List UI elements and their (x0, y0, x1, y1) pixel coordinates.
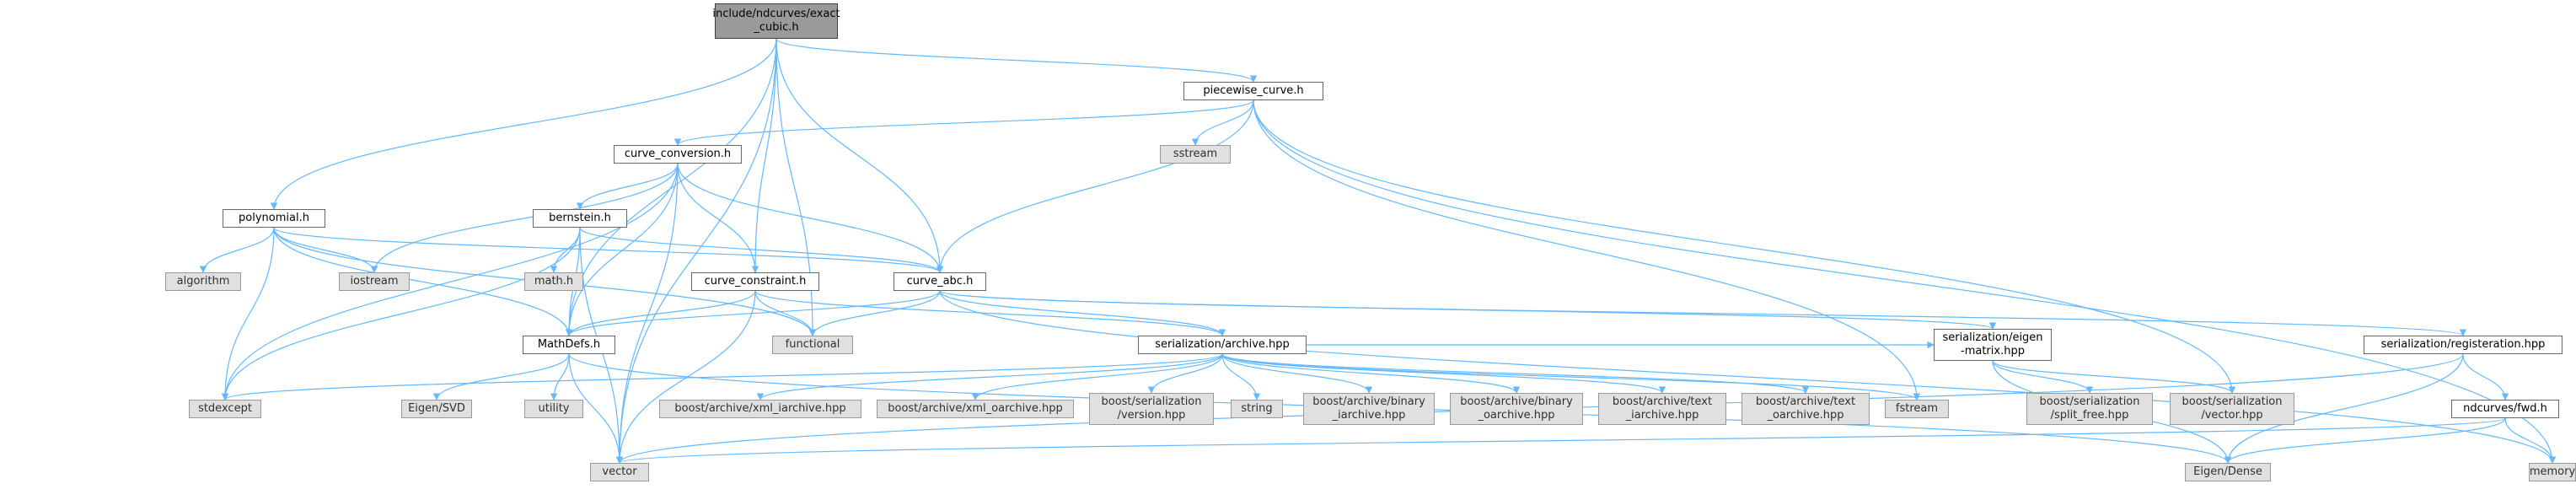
edge-root-to-polynomial (270, 38, 777, 210)
node-bin-i: boost/archive/binary _iarchive.hpp (1303, 393, 1435, 425)
node-split-free: boost/serialization /split_free.hpp (2026, 393, 2153, 425)
dependency-edges (199, 38, 2557, 464)
edge-curve-conversion-to-curve-abc (677, 163, 944, 273)
edge-curve-abc-to-archive (939, 290, 1226, 336)
edge-archive-to-bs-version (1147, 353, 1223, 394)
edge-piecewise-to-curve-conversion (674, 99, 1254, 146)
edge-polynomial-to-algorithm (199, 227, 275, 273)
edge-curve-constraint-to-functional (754, 290, 817, 336)
node-bs-version: boost/serialization /version.hpp (1089, 393, 1214, 425)
edge-piecewise-to-fstream (1253, 99, 1921, 401)
edge-piecewise-to-bs-vector (1253, 99, 2236, 394)
edge-root-to-curve-abc (775, 38, 944, 273)
edge-archive-to-stdexcept (222, 353, 1223, 401)
node-curve-abc[interactable]: curve_abc.h (894, 272, 986, 291)
edge-bernstein-to-stdexcept (221, 227, 581, 401)
node-piecewise[interactable]: piecewise_curve.h (1183, 82, 1323, 100)
edge-bernstein-to-curve-abc (579, 227, 944, 273)
edge-root-to-mathdefs (565, 38, 777, 336)
node-sstream: sstream (1160, 145, 1231, 164)
edge-registeration-to-fwd (2462, 353, 2509, 401)
edge-registeration-to-eigendense (2224, 353, 2464, 464)
edge-curve-abc-to-memory (939, 290, 2557, 464)
node-functional: functional (772, 336, 853, 354)
node-txt-o: boost/archive/text _oarchive.hpp (1741, 393, 1870, 425)
edge-fwd-to-memory (2504, 417, 2557, 464)
edge-polynomial-to-curve-abc (273, 227, 943, 273)
edge-archive-to-xml-i (756, 353, 1223, 401)
edge-piecewise-to-sstream (1191, 99, 1254, 146)
node-eigen-matrix[interactable]: serialization/eigen -matrix.hpp (1934, 329, 2052, 361)
edge-polynomial-to-stdexcept (221, 227, 275, 401)
edge-curve-conversion-to-curve-constraint (677, 163, 759, 273)
node-archive[interactable]: serialization/archive.hpp (1138, 336, 1307, 354)
edge-archive-to-string (1221, 353, 1261, 401)
edge-polynomial-to-iostream (273, 227, 378, 273)
node-txt-i: boost/archive/text _iarchive.hpp (1598, 393, 1726, 425)
edge-root-to-vector (615, 38, 777, 464)
node-utility: utility (524, 400, 583, 418)
edge-root-to-curve-constraint (751, 38, 777, 273)
edge-fwd-to-vector (616, 417, 2506, 464)
node-mathdefs[interactable]: MathDefs.h (523, 336, 615, 354)
node-polynomial[interactable]: polynomial.h (223, 209, 325, 228)
edge-archive-to-xml-o (971, 353, 1223, 401)
node-memory: memory (2529, 463, 2576, 481)
edge-curve-conversion-to-vector (615, 163, 679, 464)
node-registeration[interactable]: serialization/registeration.hpp (2364, 336, 2563, 354)
edge-curve-conversion-to-iostream (370, 163, 679, 273)
node-curve-constraint[interactable]: curve_constraint.h (691, 272, 819, 291)
edge-archive-to-txt-o (1221, 353, 1809, 394)
node-bin-o: boost/archive/binary _oarchive.hpp (1450, 393, 1583, 425)
node-stdexcept: stdexcept (189, 400, 261, 418)
node-root[interactable]: include/ndcurves/exact _cubic.h (712, 3, 840, 39)
edge-curve-abc-to-mathdefs (565, 290, 941, 336)
node-xml-o: boost/archive/xml_oarchive.hpp (877, 400, 1074, 418)
edge-archive-to-bin-i (1221, 353, 1373, 394)
edge-piecewise-to-curve-abc (936, 99, 1254, 273)
edge-archive-to-fstream (1221, 353, 1920, 401)
node-iostream: iostream (339, 272, 410, 291)
node-eigendense: Eigen/Dense (2185, 463, 2271, 481)
node-xml-i: boost/archive/xml_iarchive.hpp (659, 400, 861, 418)
node-curve-conversion[interactable]: curve_conversion.h (614, 145, 742, 164)
edge-curve-conversion-to-bernstein (576, 163, 679, 210)
edge-fwd-to-eigendense (2224, 417, 2506, 464)
edge-eigen-matrix-to-split-free (1992, 360, 2094, 394)
node-bs-vector: boost/serialization /vector.hpp (2170, 393, 2294, 425)
edge-root-to-functional (775, 38, 817, 336)
edge-curve-constraint-to-archive (754, 290, 1226, 336)
edge-curve-conversion-to-mathdefs (565, 163, 679, 336)
node-mathh: math.h (524, 272, 583, 291)
edge-curve-abc-to-functional (808, 290, 941, 336)
node-fwd[interactable]: ndcurves/fwd.h (2451, 400, 2559, 418)
node-algorithm: algorithm (165, 272, 241, 291)
node-bernstein[interactable]: bernstein.h (533, 209, 627, 228)
edge-mathdefs-to-vector (568, 353, 624, 464)
edge-archive-to-bin-o (1221, 353, 1521, 394)
edge-root-to-piecewise (775, 38, 1258, 83)
node-fstream: fstream (1885, 400, 1949, 418)
edge-polynomial-to-mathdefs (273, 227, 573, 336)
edge-curve-constraint-to-mathdefs (565, 290, 756, 336)
edge-curve-conversion-to-stdexcept (221, 163, 679, 401)
edge-mathdefs-to-utility (550, 353, 570, 401)
edge-curve-abc-to-registeration (939, 290, 2466, 336)
node-eigensvd: Eigen/SVD (401, 400, 472, 418)
node-vector: vector (590, 463, 649, 481)
edge-eigen-matrix-to-bs-vector (1992, 360, 2236, 394)
edge-bernstein-to-mathh (550, 227, 581, 273)
edge-piecewise-to-memory (1253, 99, 2557, 464)
node-string: string (1231, 400, 1283, 418)
edge-mathdefs-to-eigensvd (432, 353, 570, 401)
